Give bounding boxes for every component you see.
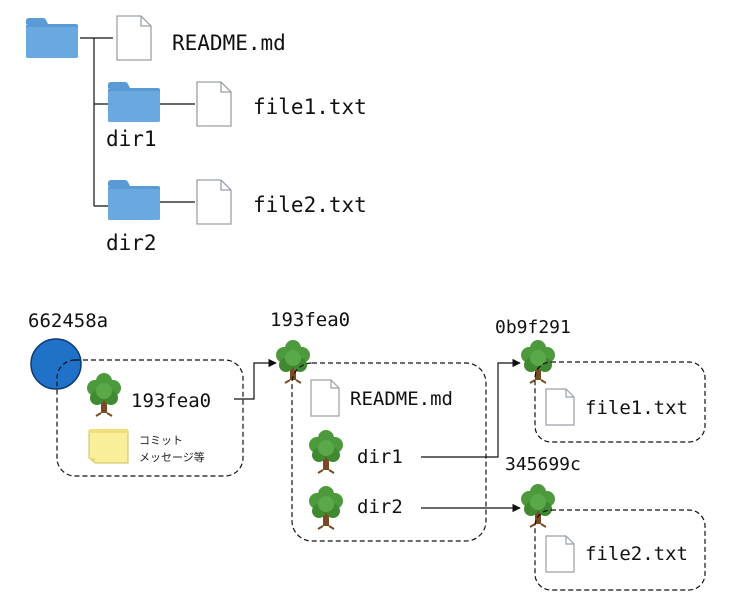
root-tree-readme: README.md: [350, 388, 453, 410]
file2-filename: file2.txt: [253, 193, 367, 217]
commit-tree-icon: [86, 372, 122, 417]
object-graph: 662458a 193fea0 コミット メッセージ等 193fea0 READ…: [28, 309, 706, 591]
root-tree-dir1: dir1: [357, 446, 403, 468]
dir1-tree-icon: [520, 339, 556, 384]
dir2-tree-object: 345699c file2.txt: [505, 454, 706, 591]
commit-note-line2: メッセージ等: [139, 450, 205, 464]
dir1-tree-file: file1.txt: [585, 397, 688, 419]
dir2-tree-file: file2.txt: [585, 543, 688, 565]
dir1-tree-hash: 0b9f291: [495, 317, 571, 338]
root-folder-icon: [26, 18, 78, 58]
commit-to-root-tree-arrow: [234, 358, 277, 400]
commit-box: [56, 359, 244, 477]
dir1-subtree-icon: [308, 429, 344, 474]
file1-icon: [196, 81, 232, 127]
dir2-tree-hash: 345699c: [505, 454, 581, 475]
file1-filename: file1.txt: [253, 95, 367, 119]
readme-blob-icon: [310, 379, 340, 417]
dir2-label: dir2: [106, 231, 157, 255]
readme-filename: README.md: [172, 31, 286, 55]
dir2-tree-icon: [520, 483, 556, 528]
dir1-tree-object: 0b9f291 file1.txt: [495, 317, 706, 443]
directory-tree: README.md dir1 file1.txt dir2 file2.txt: [26, 15, 367, 255]
dir1-folder-icon: [108, 82, 160, 122]
root-tree-box: [291, 362, 487, 542]
connector-lines: [80, 37, 195, 207]
root-tree-hash: 193fea0: [270, 309, 350, 331]
commit-circle-icon: [30, 338, 82, 390]
file2-blob-icon: [545, 535, 575, 573]
root-tree-dir2: dir2: [357, 496, 403, 518]
reference-arrows: [234, 358, 521, 513]
dir1-tree-box: [534, 361, 706, 443]
sticky-note-icon: [88, 429, 129, 464]
readme-file-icon: [116, 15, 152, 61]
dir2-subtree-icon: [308, 485, 344, 530]
file2-icon: [196, 179, 232, 225]
dir1-to-tree-arrow: [421, 358, 521, 458]
dir1-label: dir1: [106, 127, 157, 151]
root-tree-object: 193fea0 README.md dir1 dir2: [270, 309, 487, 542]
commit-tree-ref: 193fea0: [131, 390, 211, 412]
file1-blob-icon: [545, 388, 575, 426]
dir2-tree-box: [534, 509, 706, 591]
dir2-folder-icon: [108, 180, 160, 220]
commit-hash: 662458a: [28, 310, 108, 332]
commit-object: 662458a 193fea0 コミット メッセージ等: [28, 310, 244, 477]
commit-note-line1: コミット: [139, 434, 183, 447]
